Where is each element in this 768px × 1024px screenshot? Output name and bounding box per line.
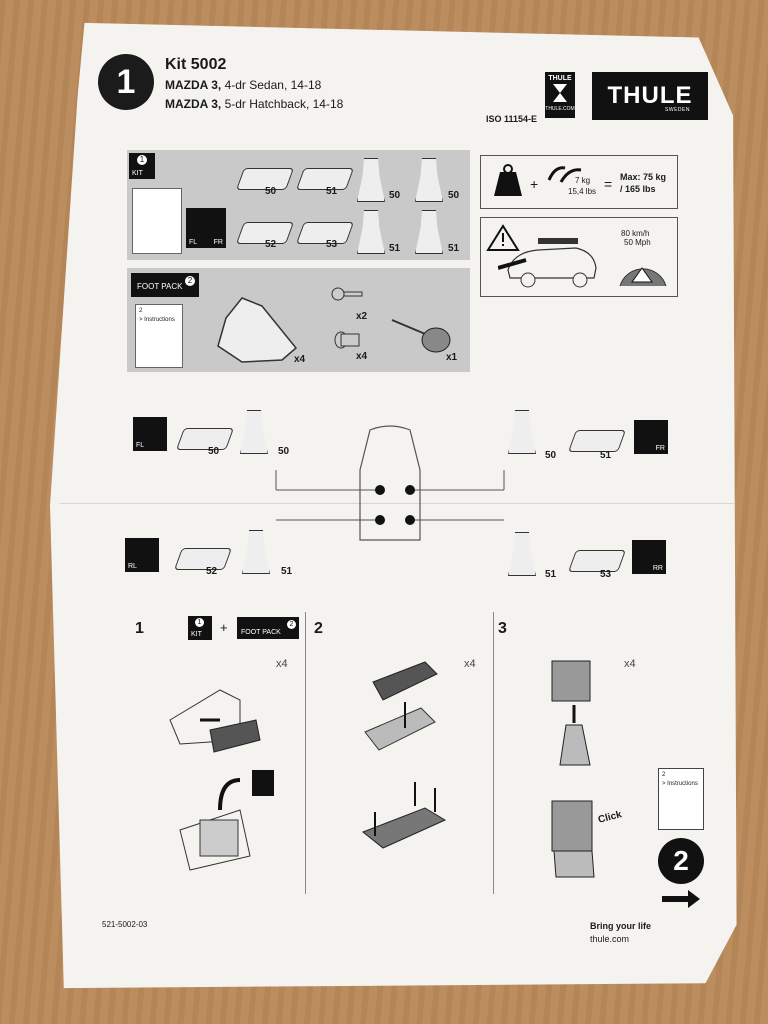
step-1-illustration [169,689,274,871]
rr-foot-label: 51 [545,569,557,580]
rl-pad-label: 52 [206,566,218,577]
weight-value: 7 kg [575,176,591,185]
rr-pad-label: 53 [600,569,612,580]
model-line-1: MAZDA 3, 4-dr Sedan, 14-18 [165,78,322,92]
pad-label: 50 [265,186,277,197]
website-url: thule.com [590,934,630,944]
foot-icon [217,297,298,363]
pad-icon [567,550,627,572]
weight-icon [494,164,522,196]
pad-icon [567,430,627,452]
foot-label: 51 [448,243,460,254]
foot-label: 50 [389,190,401,201]
roof-bars-icon [547,166,582,183]
model-line-2: MAZDA 3, 5-dr Hatchback, 14-18 [165,97,344,111]
iso-label: ISO 11154-E [486,114,538,124]
pad-label: 53 [326,239,338,250]
kit-title: Kit 5002 [165,56,227,73]
pad-icon [175,428,235,450]
step-1-qty: x4 [276,658,288,670]
pad-label: 51 [326,186,338,197]
lock-qty: x4 [356,351,368,362]
plus-icon: + [220,620,228,635]
max-load: Max: 75 kg [620,172,667,182]
arrow-right-icon [662,890,700,908]
next-step-badge: 2 [658,838,704,884]
step-3-illustration [551,660,595,878]
weight-lbs: 15,4 lbs [568,187,597,196]
step-2-number: 2 [314,620,323,637]
step-divider [493,612,494,894]
step-1-number: 1 [135,620,144,637]
fr-position-icon: FR [634,420,668,454]
speedometer-icon [619,267,667,287]
step-3-qty: x4 [624,658,636,670]
fold-line [60,503,735,504]
car-with-load-icon [498,238,597,288]
lock-cylinder-icon [334,331,360,349]
fl-pad-label: 50 [208,446,220,457]
torque-tool-icon [391,319,451,353]
step-3-booklet: 2 > Instructions [658,768,704,830]
tagline: Bring your life [590,921,652,931]
pad-icon [173,548,233,570]
part-number: 521-5002-03 [102,920,148,929]
warning-icon [486,224,520,251]
key-qty: x2 [356,311,368,322]
pad-label: 52 [265,239,277,250]
step-3-number: 3 [498,620,507,637]
rl-foot-label: 51 [281,566,293,577]
pad-53-icon [295,222,355,244]
plus-icon: + [530,176,539,192]
speed-kmh: 80 km/h [621,229,650,238]
rr-position-icon: RR [632,540,666,574]
foot-label: 51 [389,243,401,254]
max-load-lbs: / 165 lbs [620,184,656,194]
fr-foot-label: 50 [545,450,557,461]
foot-qty: x4 [294,354,306,365]
kit-instructions-thumbnail [132,188,182,254]
pad-51-icon [295,168,355,190]
certification-badge: THULE THULE.COM [545,72,575,118]
speed-mph: 50 Mph [624,238,651,247]
fl-position-icon: FL [133,417,167,451]
step-number-badge: 1 [98,54,154,110]
car-top-view-diagram [275,425,505,541]
foot-pack-booklet: 2 > Instructions [135,304,183,368]
step-2-qty: x4 [464,658,476,670]
key-icon [331,287,363,301]
tool-qty: x1 [446,352,458,363]
step-2-illustration [362,661,447,849]
foot-label: 50 [448,190,460,201]
fl-foot-label: 50 [278,446,290,457]
hourglass-icon [553,84,567,102]
fr-pad-label: 51 [600,450,612,461]
step-divider [305,612,306,894]
equals-icon: = [604,176,613,192]
rl-position-icon: RL [125,538,159,572]
